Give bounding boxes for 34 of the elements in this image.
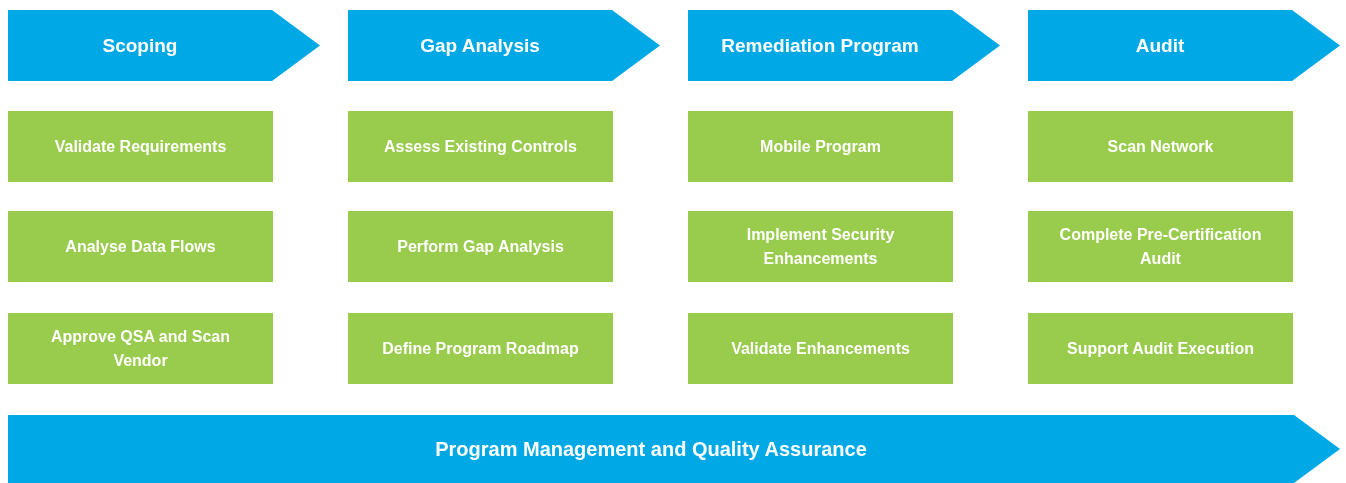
task-label: Approve QSA and Scan Vendor xyxy=(50,327,231,371)
phase-banner xyxy=(8,415,1340,483)
phase-banner xyxy=(348,10,660,81)
task-box xyxy=(1028,111,1293,182)
phase-banner xyxy=(8,10,320,81)
task-box xyxy=(348,211,613,282)
phase-title: Scoping xyxy=(101,34,179,57)
task-label: Define Program Roadmap xyxy=(382,338,579,359)
phase-banner xyxy=(688,10,1000,81)
task-label: Scan Network xyxy=(1107,136,1214,157)
task-label: Mobile Program xyxy=(760,136,881,157)
phase-title: Remediation Program xyxy=(720,34,920,57)
task-box xyxy=(688,111,953,182)
task-box xyxy=(8,211,273,282)
task-box xyxy=(1028,313,1293,384)
task-label: Validate Enhancements xyxy=(731,338,910,359)
task-label: Support Audit Execution xyxy=(1067,338,1254,359)
task-box xyxy=(348,111,613,182)
task-label: Implement Security Enhancements xyxy=(745,225,896,269)
task-label: Validate Requirements xyxy=(54,136,227,157)
phase-title: Program Management and Quality Assurance xyxy=(434,437,868,461)
task-label: Analyse Data Flows xyxy=(65,236,216,257)
task-box xyxy=(1028,211,1293,282)
task-box xyxy=(348,313,613,384)
task-box xyxy=(8,313,273,384)
task-label: Perform Gap Analysis xyxy=(397,236,564,257)
phase-title: Audit xyxy=(1134,34,1186,57)
task-box xyxy=(688,211,953,282)
task-label: Assess Existing Controls xyxy=(384,136,577,157)
phase-title: Gap Analysis xyxy=(419,34,541,57)
task-box xyxy=(8,111,273,182)
task-box xyxy=(688,313,953,384)
task-label: Complete Pre-Certification Audit xyxy=(1058,225,1263,269)
phase-banner xyxy=(1028,10,1340,81)
